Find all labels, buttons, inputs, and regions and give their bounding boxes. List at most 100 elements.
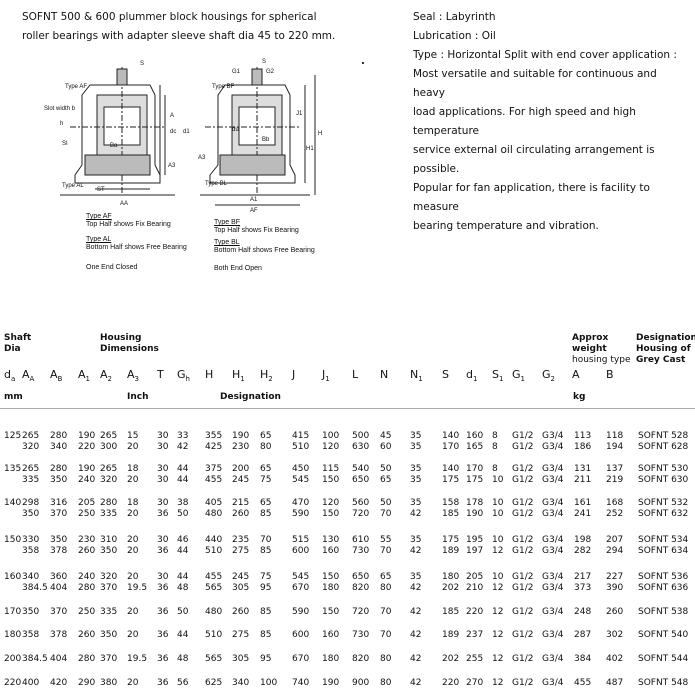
table-cell: 565 (205, 654, 223, 664)
table-cell: 20 (127, 546, 139, 556)
header-designation: Designation Housing of Grey Cast (636, 333, 695, 365)
type-line: load applications. For high speed and hi… (413, 106, 636, 137)
seal-spec: Seal : Labyrinth (413, 11, 496, 23)
table-cell: 36 (157, 678, 169, 688)
table-cell: 340 (22, 572, 40, 582)
table-cell: SOFNT 540 (638, 630, 689, 640)
table-cell: 400 (22, 678, 40, 688)
table-cell: 190 (466, 509, 484, 519)
type-line: service external oil circulating arrange… (413, 144, 655, 175)
intro-line: SOFNT 500 & 600 plummer block housings f… (22, 11, 317, 23)
table-cell: 194 (606, 442, 624, 452)
table-cell: 340 (50, 442, 68, 452)
drawing-ref: Type AF (65, 84, 87, 90)
table-cell: 370 (100, 583, 118, 593)
stray-dot (362, 62, 364, 64)
table-cell: 36 (157, 583, 169, 593)
table-cell: 217 (574, 572, 592, 582)
table-cell: 270 (466, 678, 484, 688)
table-cell: 378 (50, 546, 68, 556)
table-cell: 8 (492, 442, 498, 452)
table-cell: SOFNT 534 (638, 535, 689, 545)
table-cell: 36 (157, 546, 169, 556)
table-cell: 100 (322, 431, 340, 441)
table-cell: G1/2 (512, 630, 534, 640)
table-cell: 18 (127, 498, 139, 508)
table-cell: 20 (127, 475, 139, 485)
table-cell: 48 (177, 583, 189, 593)
table-cell: 70 (380, 546, 392, 556)
table-cell: 180 (4, 630, 22, 640)
table-cell: 290 (78, 678, 96, 688)
table-cell: SOFNT 628 (638, 442, 689, 452)
column-symbol: T (157, 368, 164, 381)
drawing-ref: S (262, 59, 266, 65)
table-cell: 36 (157, 607, 169, 617)
table-cell: 65 (380, 572, 392, 582)
table-cell: 510 (292, 442, 310, 452)
spec-text: Seal : Labyrinth Lubrication : Oil Type … (413, 8, 688, 236)
table-cell: 50 (380, 498, 392, 508)
table-cell: 80 (260, 442, 272, 452)
table-cell: 207 (606, 535, 624, 545)
table-cell: 560 (352, 498, 370, 508)
caption-type-bl: Type BL (214, 239, 240, 246)
housing-drawing-svg: Type AF Slot width b h SI Ba A3 Type AL … (44, 59, 322, 214)
header-approx-weight: Approx weight housing type (572, 333, 631, 365)
caption-type-bl-desc: Bottom Half shows Free Bearing (214, 247, 315, 254)
table-cell: 265 (22, 464, 40, 474)
table-cell: SOFNT 530 (638, 464, 689, 474)
table-cell: 510 (205, 630, 223, 640)
caption-both-end-open: Both End Open (214, 265, 262, 272)
table-cell: 215 (232, 498, 250, 508)
table-cell: 280 (78, 654, 96, 664)
table-cell: 230 (78, 535, 96, 545)
column-symbol: J1 (322, 368, 330, 384)
table-cell: G1/2 (512, 535, 534, 545)
table-cell: G3/4 (542, 607, 564, 617)
table-cell: 135 (4, 464, 22, 474)
table-cell: 8 (492, 431, 498, 441)
table-cell: 282 (574, 546, 592, 556)
table-cell: 170 (442, 442, 460, 452)
table-cell: 30 (157, 535, 169, 545)
table-cell: 590 (292, 509, 310, 519)
table-cell: 140 (442, 431, 460, 441)
drawing-ref: S (140, 61, 144, 67)
drawing-ref: Ba (110, 143, 118, 149)
table-cell: 540 (352, 464, 370, 474)
table-cell: 248 (574, 607, 592, 617)
table-cell: 375 (205, 464, 223, 474)
table-cell: SOFNT 630 (638, 475, 689, 485)
table-cell: 240 (78, 475, 96, 485)
table-cell: 190 (78, 431, 96, 441)
table-cell: SOFNT 548 (638, 678, 689, 688)
table-cell: 340 (232, 678, 250, 688)
table-cell: 80 (380, 583, 392, 593)
column-symbol: N1 (410, 368, 423, 384)
column-symbol: G2 (542, 368, 555, 384)
table-cell: 350 (22, 607, 40, 617)
table-cell: 44 (177, 464, 189, 474)
drawing-ref: A1 (250, 197, 258, 203)
drawing-ref: h (60, 121, 63, 127)
table-cell: 30 (157, 498, 169, 508)
table-cell: 310 (100, 535, 118, 545)
table-cell: 42 (410, 583, 422, 593)
table-cell: 455 (205, 475, 223, 485)
technical-drawing: Type AF Slot width b h SI Ba A3 Type AL … (0, 55, 345, 285)
table-cell: 402 (606, 654, 624, 664)
table-cell: 60 (380, 442, 392, 452)
table-cell: G3/4 (542, 678, 564, 688)
table-cell: 180 (322, 583, 340, 593)
table-cell: 230 (232, 442, 250, 452)
table-cell: 158 (442, 498, 460, 508)
caption-type-al: Type AL (86, 236, 112, 243)
drawing-ref: Slot width b (44, 106, 76, 112)
table-cell: 235 (232, 535, 250, 545)
table-cell: 10 (492, 535, 504, 545)
table-cell: 140 (4, 498, 22, 508)
table-cell: 202 (442, 654, 460, 664)
drawing-ref: G2 (266, 69, 275, 75)
table-cell: 350 (50, 475, 68, 485)
